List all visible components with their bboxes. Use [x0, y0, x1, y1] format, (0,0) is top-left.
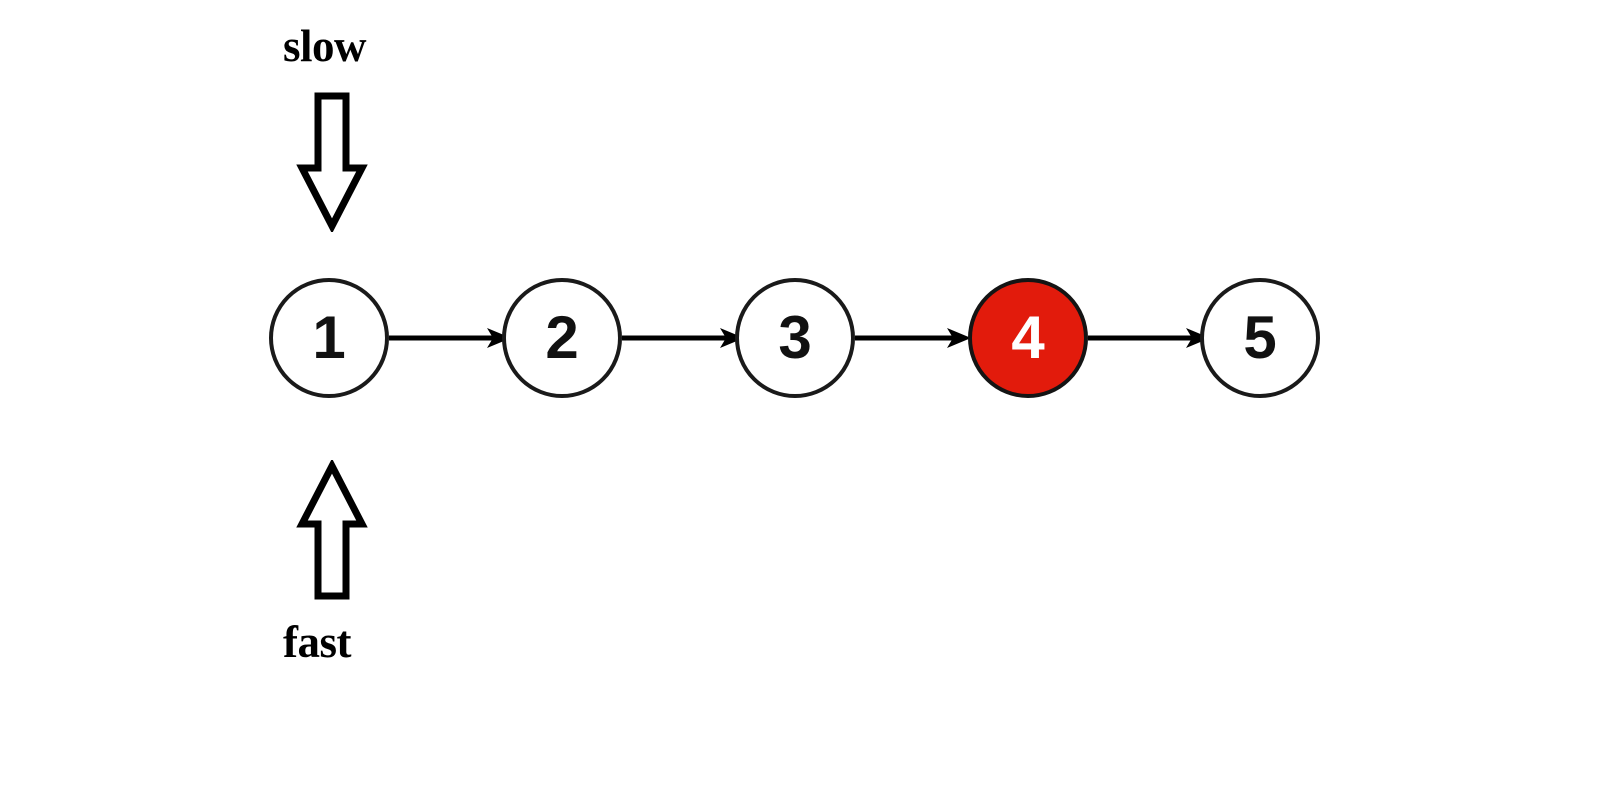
node-value: 1	[312, 304, 346, 371]
arrow-down-icon	[296, 92, 368, 237]
edge-4-to-5	[1088, 318, 1210, 358]
pointer-label-slow: slow	[283, 21, 367, 71]
list-node-4[interactable]: 4	[968, 278, 1088, 398]
edge-1-to-2	[389, 318, 511, 358]
node-value: 3	[778, 304, 812, 371]
edge-3-to-4	[855, 318, 971, 358]
list-node-5[interactable]: 5	[1200, 278, 1320, 398]
node-value: 5	[1243, 304, 1277, 371]
list-node-3[interactable]: 3	[735, 278, 855, 398]
arrow-up-icon	[296, 458, 368, 605]
list-node-2[interactable]: 2	[502, 278, 622, 398]
edge-2-to-3	[622, 318, 744, 358]
node-value: 4	[1011, 304, 1045, 371]
list-node-1[interactable]: 1	[269, 278, 389, 398]
node-value: 2	[545, 304, 579, 371]
pointer-label-fast: fast	[283, 617, 351, 667]
